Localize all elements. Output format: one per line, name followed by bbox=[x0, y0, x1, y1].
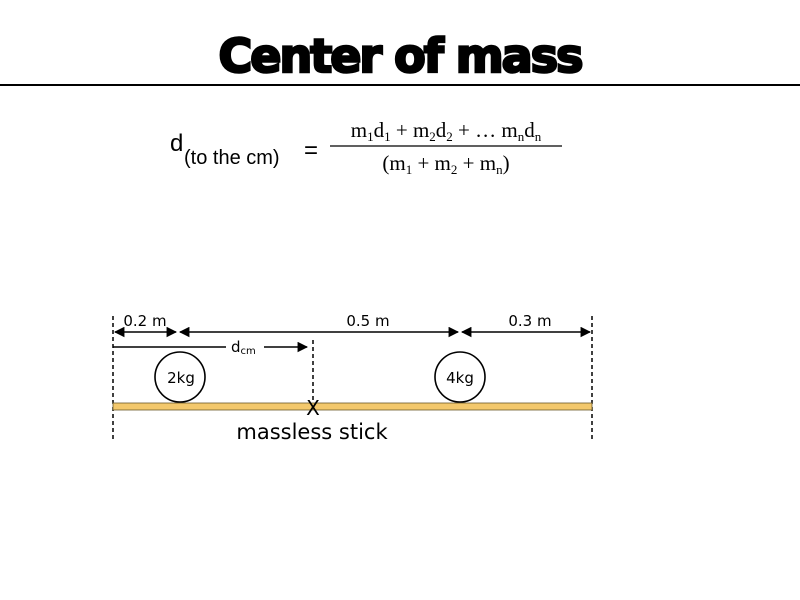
formula-lhs-subscript: (to the cm) bbox=[184, 147, 280, 169]
mass-2kg-circle bbox=[154, 351, 206, 403]
formula-lhs-symbol: d bbox=[170, 130, 183, 157]
mass-2kg-label: 2kg bbox=[167, 369, 195, 387]
stick-diagram: 0.2 m 0.5 m 0.3 m dcm 2kg 4kg X massless… bbox=[112, 312, 593, 444]
dcm-label: dcm bbox=[231, 338, 256, 357]
massless-stick bbox=[112, 402, 593, 411]
distance-label-0-3: 0.3 m bbox=[508, 312, 551, 330]
formula-equals: = bbox=[304, 137, 318, 164]
slide-title: Center of mass bbox=[219, 29, 583, 83]
distance-label-0-5: 0.5 m bbox=[346, 312, 389, 330]
center-of-mass-marker: X bbox=[306, 396, 320, 420]
center-of-mass-formula: d (to the cm) = m1d1 + m2d2 + … mndn (m1… bbox=[170, 118, 562, 177]
distance-label-0-2: 0.2 m bbox=[123, 312, 166, 330]
mass-4kg-circle bbox=[434, 351, 486, 403]
formula-denominator: (m1 + m2 + mn) bbox=[382, 151, 509, 177]
stick-label: massless stick bbox=[236, 420, 388, 444]
formula-numerator: m1d1 + m2d2 + … mndn bbox=[351, 118, 542, 144]
mass-4kg-label: 4kg bbox=[446, 369, 474, 387]
